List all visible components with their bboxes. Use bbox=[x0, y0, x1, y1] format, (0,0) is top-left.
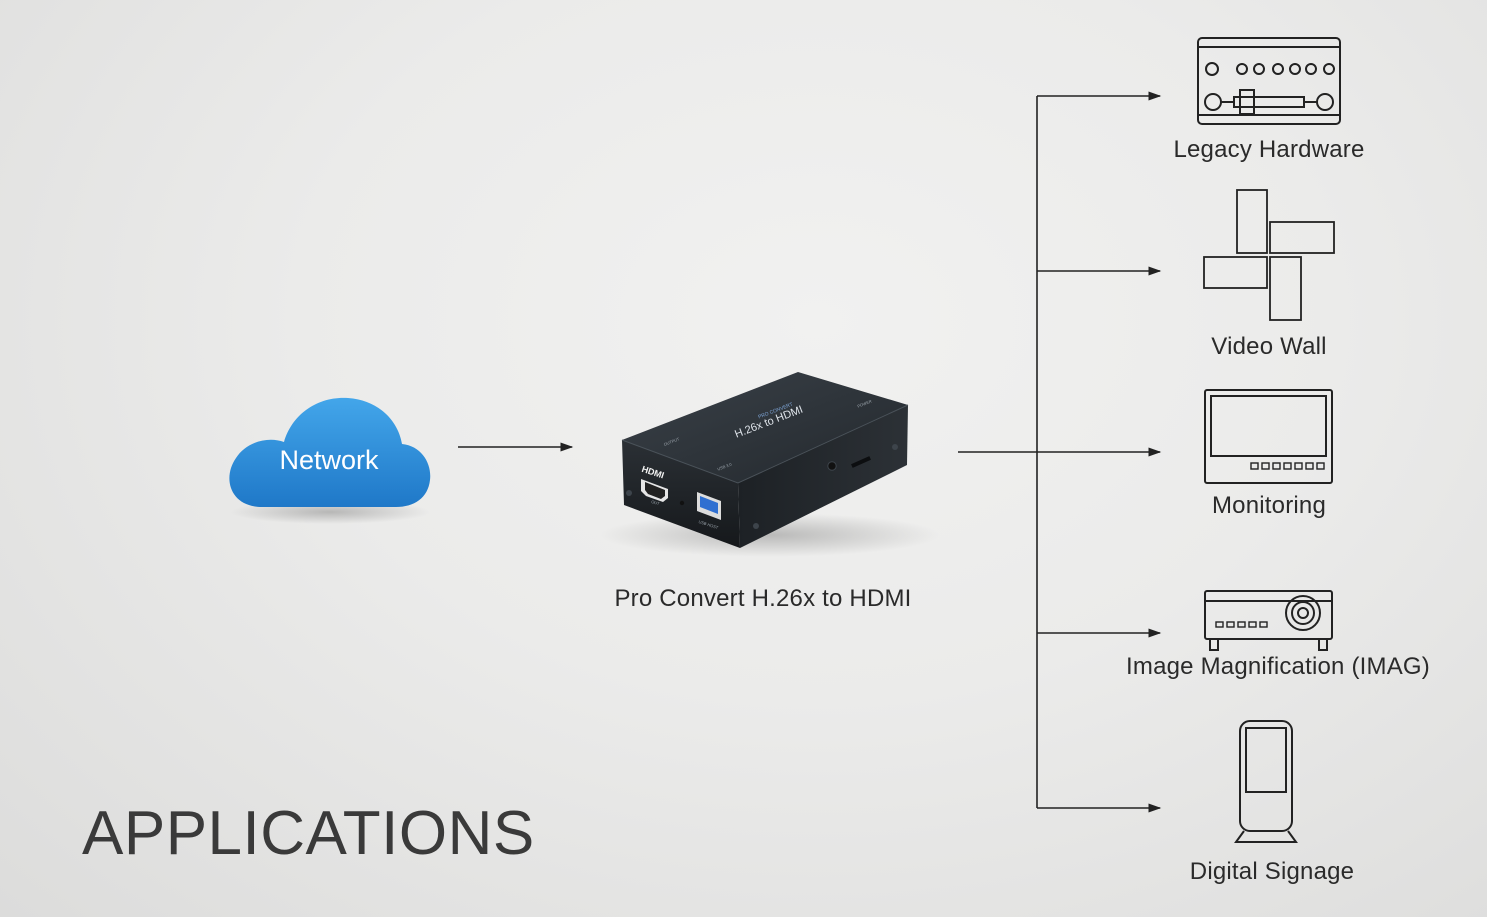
video-wall-icon bbox=[1203, 189, 1335, 321]
monitor-icon bbox=[1204, 389, 1333, 484]
svg-text:USB HOST: USB HOST bbox=[698, 519, 720, 530]
section-title: APPLICATIONS bbox=[82, 799, 535, 868]
cloud-icon bbox=[229, 397, 431, 524]
projector-icon bbox=[1204, 590, 1333, 651]
application-label-monitoring: Monitoring bbox=[1211, 492, 1327, 519]
branch-connectors bbox=[958, 91, 1162, 813]
application-label-digital-signage: Digital Signage bbox=[1189, 858, 1355, 885]
converter-label: Pro Convert H.26x to HDMI bbox=[614, 585, 912, 612]
svg-text:OUTPUT: OUTPUT bbox=[663, 436, 681, 447]
legacy-hardware-icon bbox=[1197, 37, 1341, 125]
application-label-legacy-hardware: Legacy Hardware bbox=[1173, 136, 1365, 163]
digital-signage-icon bbox=[1234, 720, 1298, 843]
converter-device-icon: H.26x to HDMI PRO CONVERT OUTPUT USB 3.0… bbox=[600, 372, 940, 557]
network-label: Network bbox=[279, 445, 379, 475]
svg-text:OUT: OUT bbox=[651, 499, 661, 507]
svg-text:POWER: POWER bbox=[857, 399, 873, 409]
svg-text:USB 3.0: USB 3.0 bbox=[717, 461, 733, 471]
application-label-video-wall: Video Wall bbox=[1211, 333, 1327, 360]
application-label-imag: Image Magnification (IMAG) bbox=[1126, 653, 1430, 680]
